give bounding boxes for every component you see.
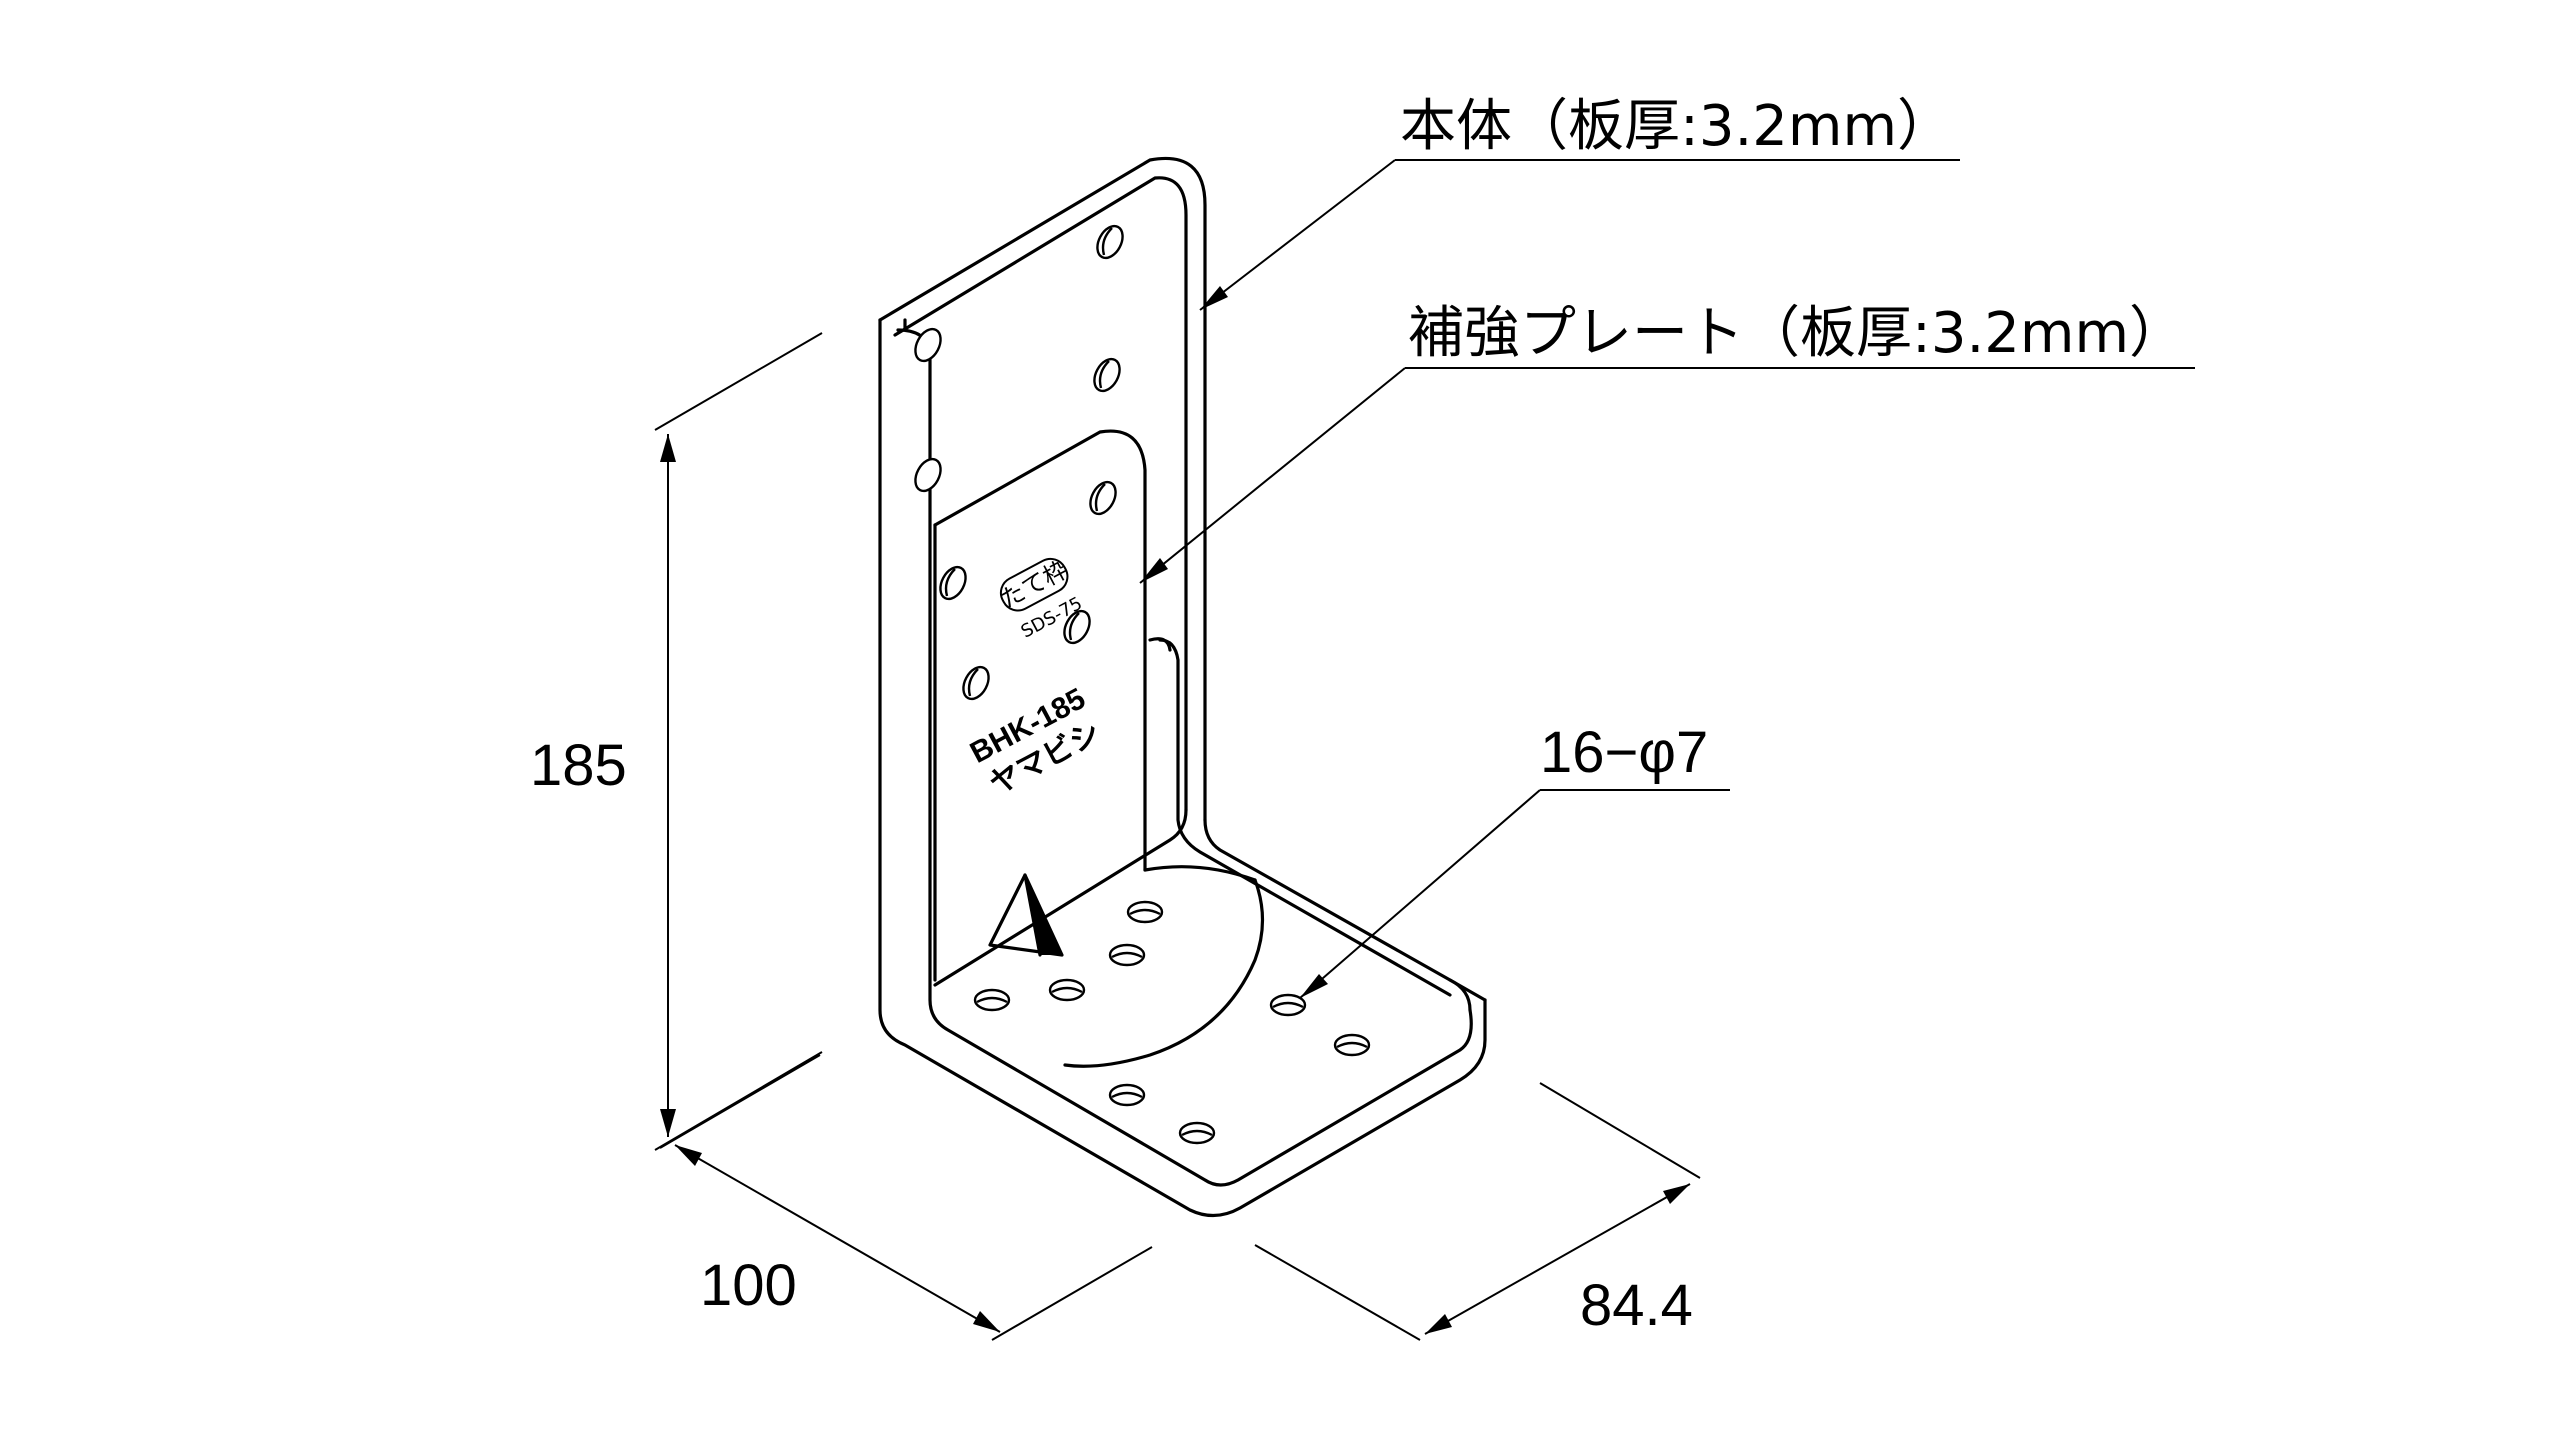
- hole: [914, 457, 942, 493]
- hole: [1108, 943, 1146, 967]
- plate-label: 補強プレート（板厚:3.2mm）: [1408, 301, 2185, 366]
- hole: [1096, 224, 1124, 260]
- width-value: 100: [700, 1253, 797, 1318]
- callout-holes: 16−φ7: [1299, 720, 1730, 999]
- hole: [1063, 609, 1091, 645]
- hole: [1093, 357, 1121, 393]
- depth-value: 84.4: [1580, 1273, 1693, 1338]
- dimension-width: 100: [659, 1054, 1153, 1341]
- callout-plate: 補強プレート（板厚:3.2mm）: [1139, 301, 2195, 584]
- hole: [1333, 1033, 1371, 1057]
- hole: [1089, 480, 1117, 516]
- callout-body: 本体（板厚:3.2mm）: [1199, 94, 1960, 311]
- hole: [939, 565, 967, 601]
- reinforcement-plate: [933, 429, 1265, 1068]
- hole: [1048, 978, 1086, 1002]
- hole: [1126, 900, 1164, 924]
- dimension-depth: 84.4: [1254, 1082, 1701, 1341]
- dimension-height: 185: [530, 332, 823, 1151]
- body-label: 本体（板厚:3.2mm）: [1400, 94, 1953, 159]
- hole: [962, 665, 990, 701]
- height-value: 185: [530, 733, 627, 798]
- holes: [914, 224, 1371, 1145]
- model-marking: BHK-185 ヤマビシ: [965, 682, 1106, 801]
- holes-label: 16−φ7: [1540, 720, 1708, 785]
- hole: [1178, 1121, 1216, 1145]
- hole: [914, 327, 942, 363]
- hole: [1108, 1083, 1146, 1107]
- hole: [1269, 993, 1307, 1017]
- hole: [973, 988, 1011, 1012]
